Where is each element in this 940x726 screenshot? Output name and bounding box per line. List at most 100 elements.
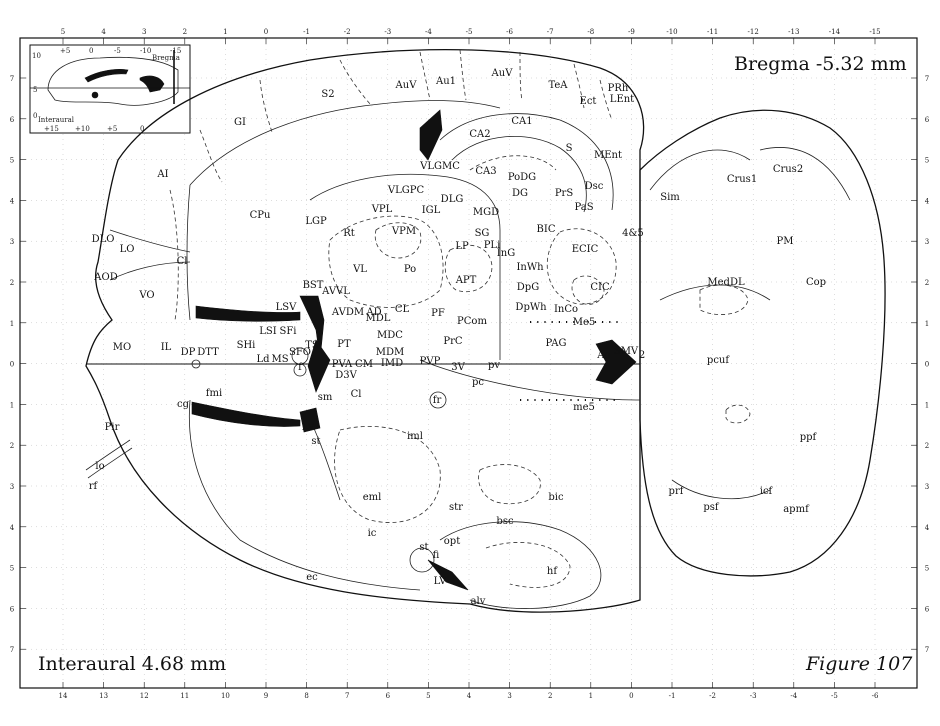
region-label-pva: PVA [332, 359, 353, 370]
region-label-bic: BIC [537, 224, 556, 235]
region-label-ca3: CA3 [475, 166, 496, 177]
bottom-axis-tick: 11 [180, 692, 189, 700]
region-label-alv: alv [471, 596, 486, 607]
region-label-ic: ic [368, 528, 377, 539]
top-axis-tick: -11 [707, 28, 718, 36]
left-axis-tick: 5 [10, 157, 14, 165]
region-label-pir: Pir [105, 422, 120, 433]
region-label-cpu: CPu [250, 210, 271, 221]
left-axis-tick: 3 [10, 483, 14, 491]
region-label-cm: CM [355, 359, 373, 370]
region-label-dtt: DTT [197, 347, 219, 358]
inset-left-tick: 10 [32, 52, 41, 60]
bottom-axis-tick: 3 [507, 692, 511, 700]
left-axis-tick: 6 [10, 605, 15, 613]
region-label-apmf: apmf [783, 504, 810, 515]
left-axis-tick: 6 [10, 116, 15, 124]
bottom-axis-tick: -2 [709, 692, 716, 700]
region-label-3v: 3V [451, 362, 465, 373]
right-axis-tick: 7 [925, 75, 929, 83]
region-label-two: 2 [639, 350, 645, 361]
top-axis-tick: 3 [142, 28, 146, 36]
inset-bregma-label: Bregma [152, 54, 180, 62]
region-label-prh: PRh [608, 83, 629, 94]
region-label-dpg: DpG [517, 282, 539, 293]
bottom-axis-tick: 8 [304, 692, 308, 700]
region-label-smv: SMV [614, 346, 639, 357]
bottom-axis-tick: 7 [345, 692, 349, 700]
inset-bottom-tick: +5 [107, 125, 117, 133]
right-axis-tick: 0 [925, 361, 929, 369]
region-label-cop: Cop [806, 277, 826, 288]
region-label-pm: PM [777, 236, 794, 247]
top-axis-tick: 2 [183, 28, 187, 36]
region-label-lp: LP [455, 241, 469, 252]
region-label-ect: Ect [580, 96, 597, 107]
right-axis-tick: 5 [925, 157, 929, 165]
top-axis-tick: 4 [101, 28, 106, 36]
region-label-fi: fi [433, 550, 440, 561]
bottom-axis-tick: 2 [548, 692, 552, 700]
region-label-sfo: SFO [289, 347, 311, 358]
region-label-dlo: DLO [92, 234, 115, 245]
region-label-st2: st [419, 542, 428, 553]
region-label-vl: VL [352, 264, 367, 275]
region-label-ppf: ppf [800, 432, 818, 443]
right-axis-tick: 5 [925, 565, 929, 573]
left-axis-tick: 2 [10, 442, 14, 450]
region-label-dp: DP [181, 347, 196, 358]
region-label-po: Po [404, 264, 416, 275]
region-label-fr: fr [433, 395, 442, 406]
cerebrum-outline [85, 49, 645, 613]
bottom-axis-tick: 4 [467, 692, 472, 700]
region-label-lsi: LSI [259, 326, 276, 337]
region-label-lo: LO [120, 244, 135, 255]
region-label-icf: icf [760, 486, 774, 497]
region-label-d3v: D3V [335, 370, 357, 381]
region-label-f: f [298, 362, 303, 373]
left-axis-tick: 3 [10, 238, 14, 246]
region-label-tea: TeA [548, 80, 568, 91]
bottom-axis-tick: 12 [140, 692, 149, 700]
top-axis-tick: 0 [264, 28, 268, 36]
inset-bottom-tick: 0 [140, 125, 144, 133]
bottom-axis-tick: 5 [426, 692, 430, 700]
region-label-hf: hf [547, 566, 558, 577]
region-label-au1: Au1 [435, 76, 456, 87]
region-label-mdm: MDM [376, 347, 405, 358]
region-label-me5: Me5 [573, 317, 596, 328]
top-axis-tick: -2 [344, 28, 351, 36]
region-label-vlgmc: VLGMC [419, 161, 460, 172]
left-axis-tick: 1 [10, 320, 14, 328]
region-label-gi: GI [234, 117, 246, 128]
right-axis-tick: 1 [925, 320, 929, 328]
bottom-axis-tick: 10 [221, 692, 230, 700]
region-label-aq: Aq [596, 350, 611, 361]
figure-number: Figure 107 [805, 653, 913, 675]
bottom-axis-tick: -6 [872, 692, 879, 700]
top-axis-tick: -9 [628, 28, 635, 36]
region-label-lsv: LSV [276, 302, 297, 313]
region-label-dlg: DLG [441, 194, 464, 205]
top-axis-tick: -14 [829, 28, 841, 36]
region-label-inco: InCo [554, 304, 578, 315]
region-label-vpm: VPM [391, 226, 416, 237]
top-axis-tick: -4 [425, 28, 432, 36]
region-label-apt: APT [455, 275, 477, 286]
region-label-pt: PT [337, 339, 351, 350]
bottom-axis-tick: 13 [99, 692, 108, 700]
sagittal-inset: +5 0 -5 -10 -15 +15 +10 +5 0 10 5 0 Breg… [29, 44, 191, 134]
region-label-avdm: AVDM [331, 307, 364, 318]
region-label-bic: bic [548, 492, 564, 503]
region-label-pcuf: pcuf [707, 355, 730, 366]
right-axis-tick: 1 [925, 401, 929, 409]
top-axis-tick: -5 [466, 28, 473, 36]
left-axis-tick: 7 [10, 646, 14, 654]
region-label-igl: IGL [422, 205, 441, 216]
inset-top-tick: -5 [114, 47, 121, 55]
region-label-pvp: PVP [420, 356, 441, 367]
region-label-str: str [449, 502, 463, 513]
